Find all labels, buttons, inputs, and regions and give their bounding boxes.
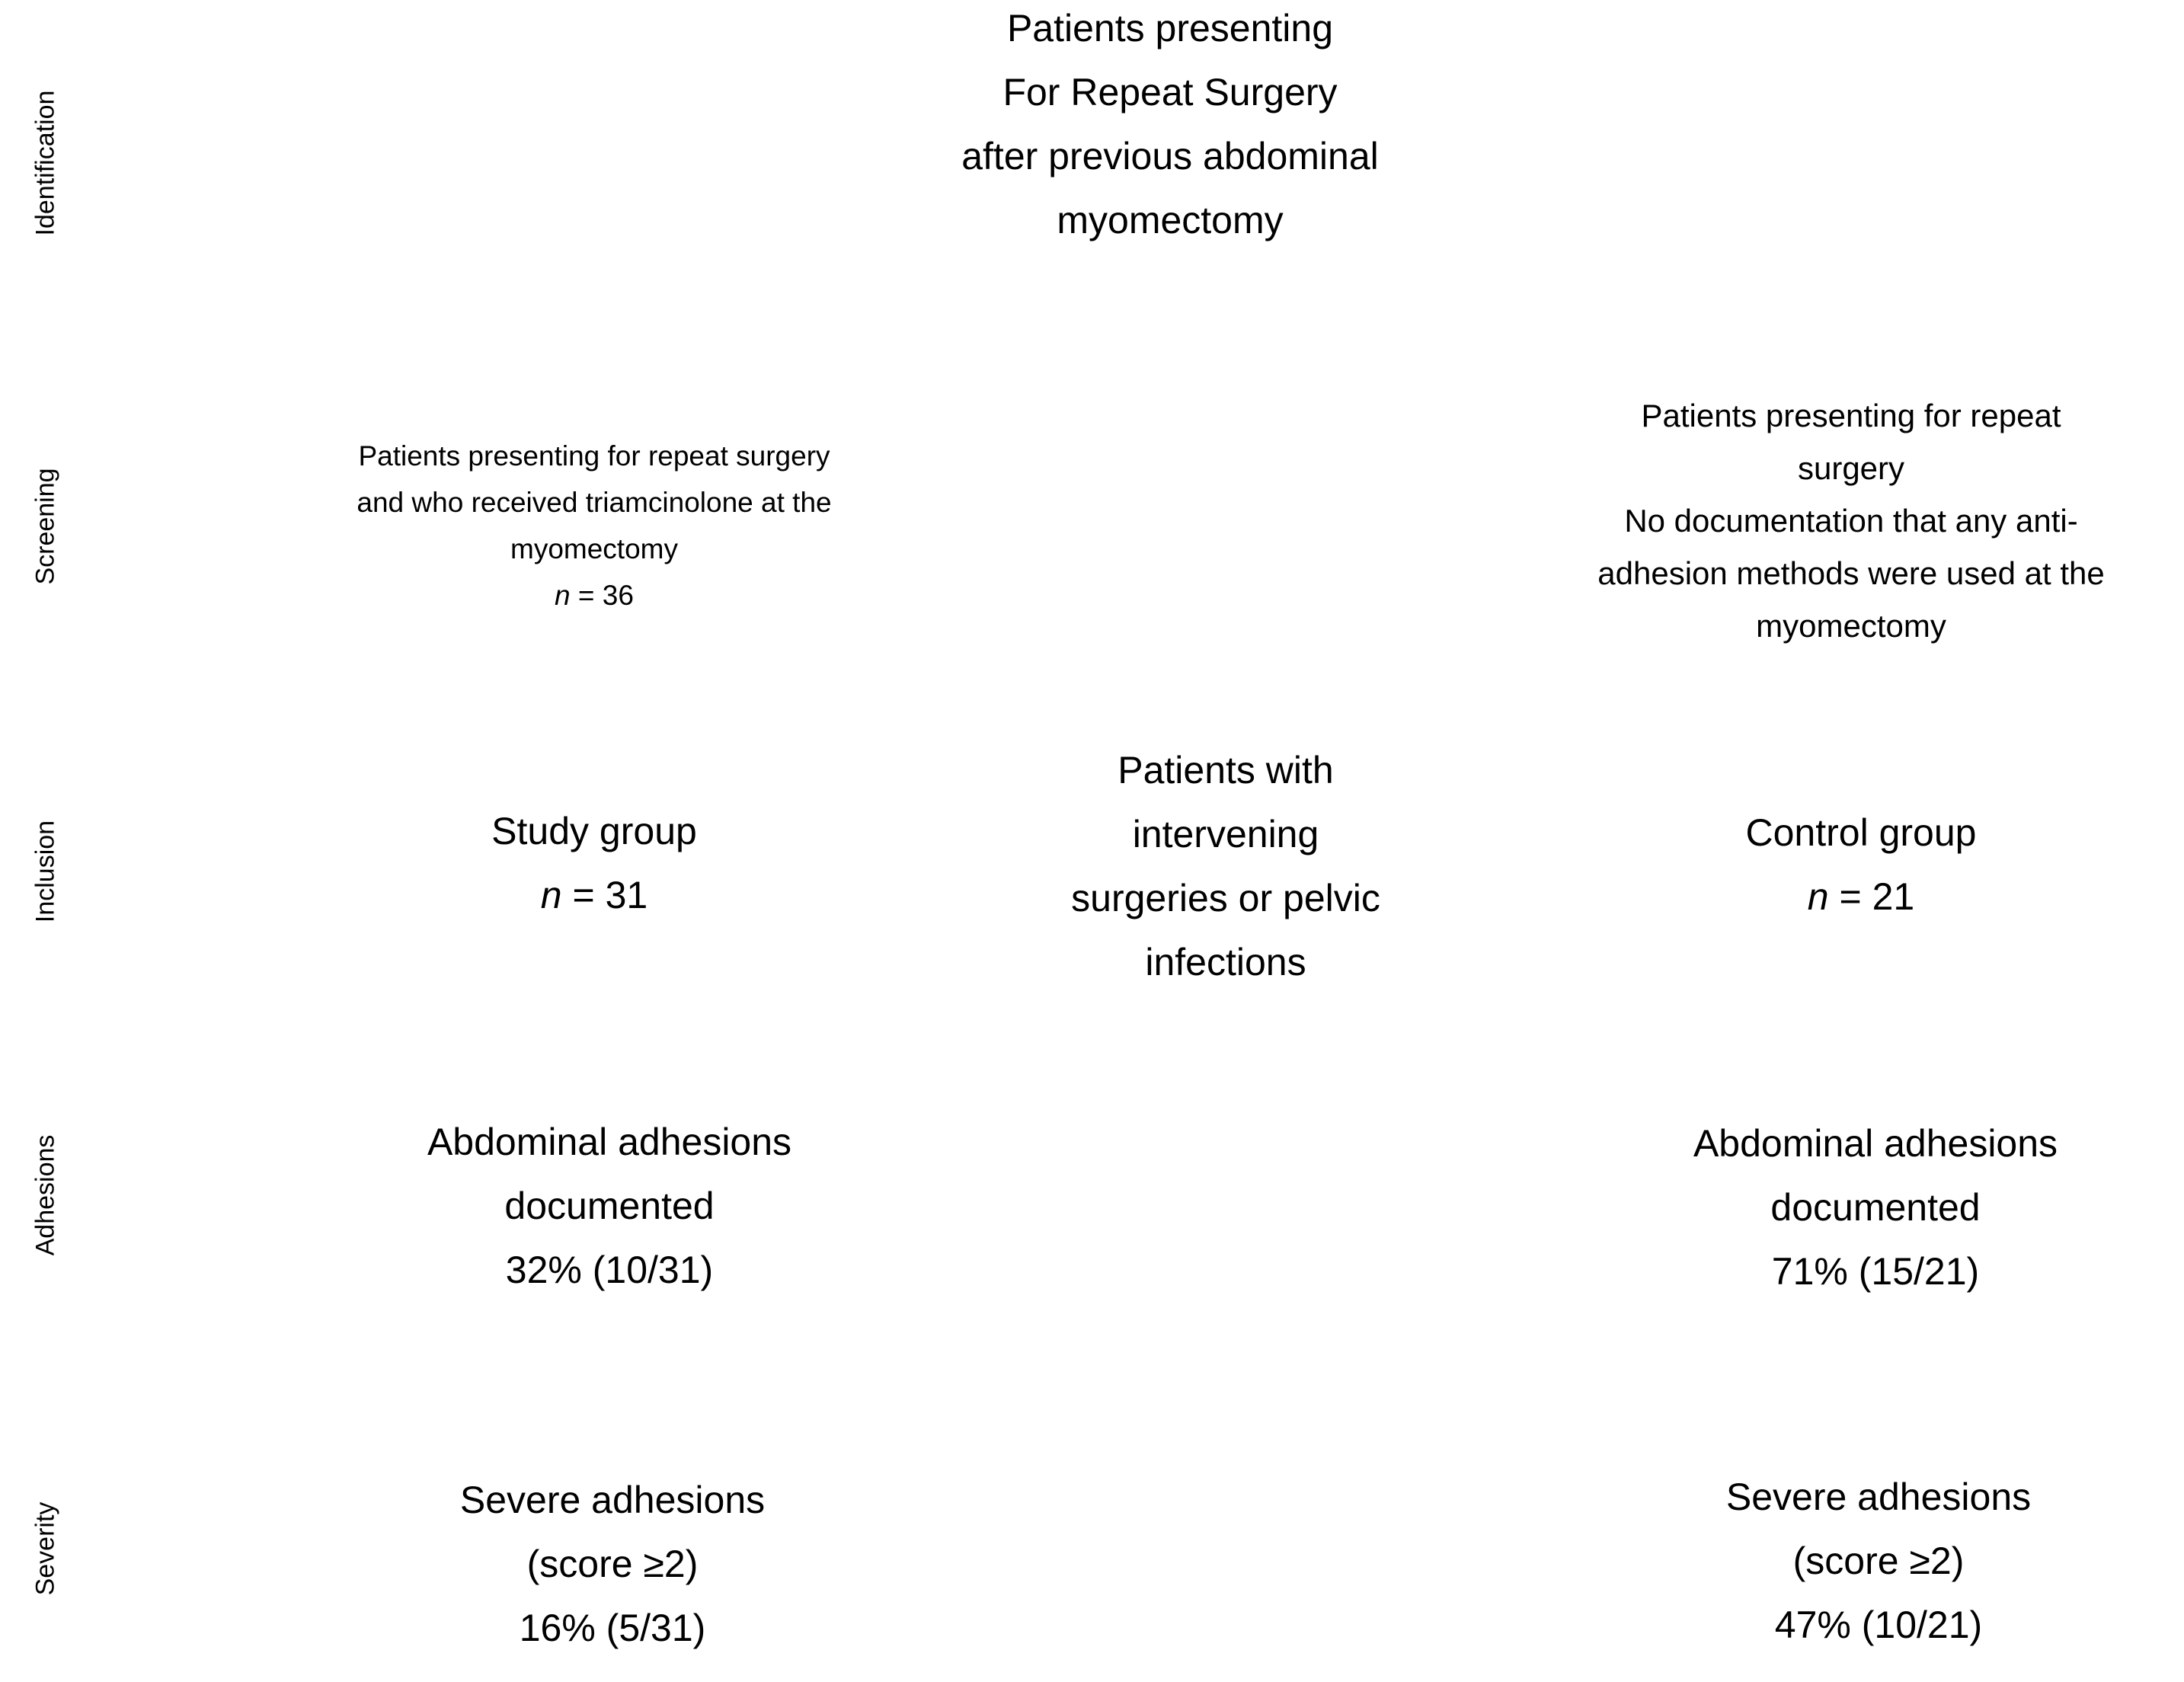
stage-label-severity: Severity [30,1501,60,1596]
group-label: Study group [491,810,697,852]
text-line: surgery [1797,450,1905,486]
n-value: = 21 [1828,875,1915,918]
stage-label-identification: Identification [30,90,60,236]
n-value: = 36 [570,580,634,611]
text-line: adhesion methods were used at the [1597,555,2105,591]
stage-label-inclusion: Inclusion [30,820,60,923]
text-line: Abdominal adhesions [427,1121,792,1163]
n-value: = 31 [561,874,648,916]
text-line: Abdominal adhesions [1693,1122,2058,1165]
severity-control-node: Severe adhesions (score ≥2) 47% (10/21) [1726,1465,2031,1657]
n-label: n [555,580,571,611]
text-line: after previous abdominal [961,135,1379,177]
screening-control-node: Patients presenting for repeat surgery N… [1597,389,2104,652]
text-line: (score ≥2) [526,1543,699,1585]
text-line: Severe adhesions [1725,1476,2032,1518]
text-line: Patients presenting [1006,7,1334,50]
group-label: Control group [1745,811,1977,854]
text-line: myomectomy [1057,199,1284,241]
n-label: n [1807,875,1829,918]
text-line: Patients presenting for repeat [1641,398,2061,433]
study-group-node: Study group n = 31 [491,799,697,927]
text-line: myomectomy [1756,608,1946,644]
text-line: Patients with [1118,749,1334,791]
text-line: 32% (10/31) [505,1249,714,1291]
text-line: Patients presenting for repeat surgery [358,440,830,472]
text-line: 16% (5/31) [519,1607,706,1649]
control-group-node: Control group n = 21 [1746,801,1977,929]
stage-label-adhesions: Adhesions [30,1134,60,1256]
adhesions-study-node: Abdominal adhesions documented 32% (10/3… [427,1110,791,1302]
count-line: n = 36 [357,572,831,619]
text-line: documented [1770,1186,1981,1229]
adhesions-control-node: Abdominal adhesions documented 71% (15/2… [1693,1111,2058,1303]
text-line: myomectomy [510,533,678,564]
text-line: For Repeat Surgery [1002,71,1338,114]
text-line: 71% (15/21) [1771,1250,1980,1293]
text-line: (score ≥2) [1792,1540,1965,1582]
text-line: surgeries or pelvic [1071,877,1380,919]
text-line: documented [504,1185,715,1227]
count-line: n = 31 [491,863,697,927]
identification-node: Patients presenting For Repeat Surgery a… [961,0,1379,252]
severity-study-node: Severe adhesions (score ≥2) 16% (5/31) [460,1468,765,1660]
text-line: infections [1145,941,1306,983]
excluded-node: Patients with intervening surgeries or p… [1071,738,1380,994]
text-line: intervening [1132,813,1319,855]
count-line: n = 21 [1746,865,1977,929]
stage-label-screening: Screening [30,468,60,585]
screening-study-node: Patients presenting for repeat surgery a… [357,433,831,619]
n-label: n [540,874,562,916]
text-line: No documentation that any anti- [1624,503,2078,539]
text-line: 47% (10/21) [1774,1604,1983,1646]
text-line: and who received triamcinolone at the [357,487,832,518]
text-line: Severe adhesions [459,1479,766,1521]
